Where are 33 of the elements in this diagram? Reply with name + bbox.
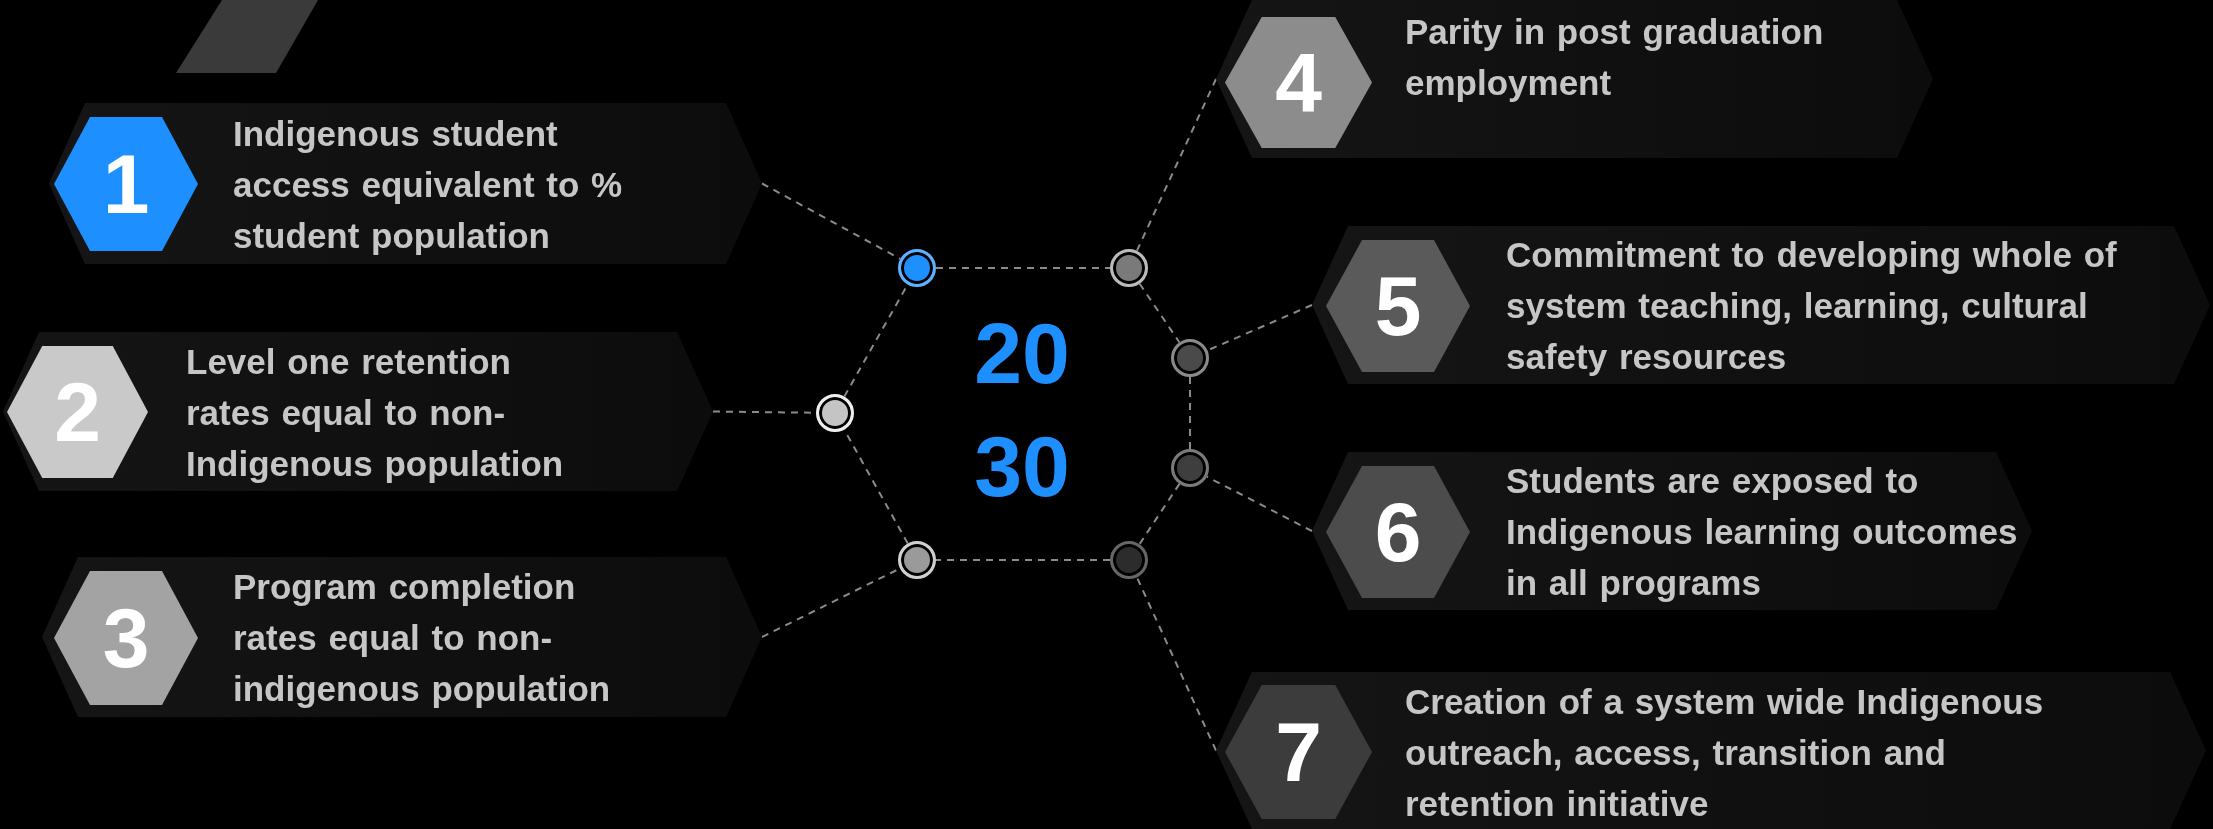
connector-dot [1171, 449, 1209, 487]
goal-text: Commitment to developing whole of system teaching, learning, cultural safety resources [1506, 233, 2118, 378]
goal-text: Level one retention rates equal to non-Indigenous population [186, 340, 565, 485]
dashed-connector [1189, 376, 1191, 450]
dashed-connector [1205, 475, 1313, 532]
goal-card [42, 557, 762, 717]
goal-text: Indigenous student access equivalent to % student population [233, 112, 624, 257]
goal-card [1312, 226, 2210, 384]
goal-text: Program completion rates equal to non-indigenous population [233, 565, 612, 710]
goal-text: Parity in post graduation employment [1405, 11, 1825, 104]
connector-dot [898, 541, 936, 579]
dashed-connector [1138, 482, 1181, 546]
goal-card [3, 332, 713, 491]
connector-dot [898, 249, 936, 287]
goal-card [49, 103, 762, 264]
goal-card [1312, 452, 2032, 610]
connector-dot [1110, 541, 1148, 579]
dashed-connector [1135, 576, 1217, 752]
dashed-connector [935, 559, 1111, 561]
goal-text: Students are exposed to Indigenous learning outcomes in all programs [1506, 459, 2019, 604]
dashed-connector [935, 267, 1111, 269]
connector-dot [1171, 339, 1209, 377]
goal-card [1216, 0, 1933, 158]
dashed-connector [761, 182, 902, 260]
goal-text: Creation of a system wide Indigenous outreach, access, transition and retention initiative [1405, 681, 2045, 825]
slanted-bar [176, 0, 318, 73]
connector-dot [1110, 249, 1148, 287]
year-text: 20 [974, 310, 1070, 396]
dashed-connector [1138, 282, 1181, 344]
year-text: 30 [974, 423, 1070, 509]
goal-card [1216, 672, 2206, 829]
connector-dot [816, 394, 854, 432]
dashed-connector [1135, 78, 1217, 252]
